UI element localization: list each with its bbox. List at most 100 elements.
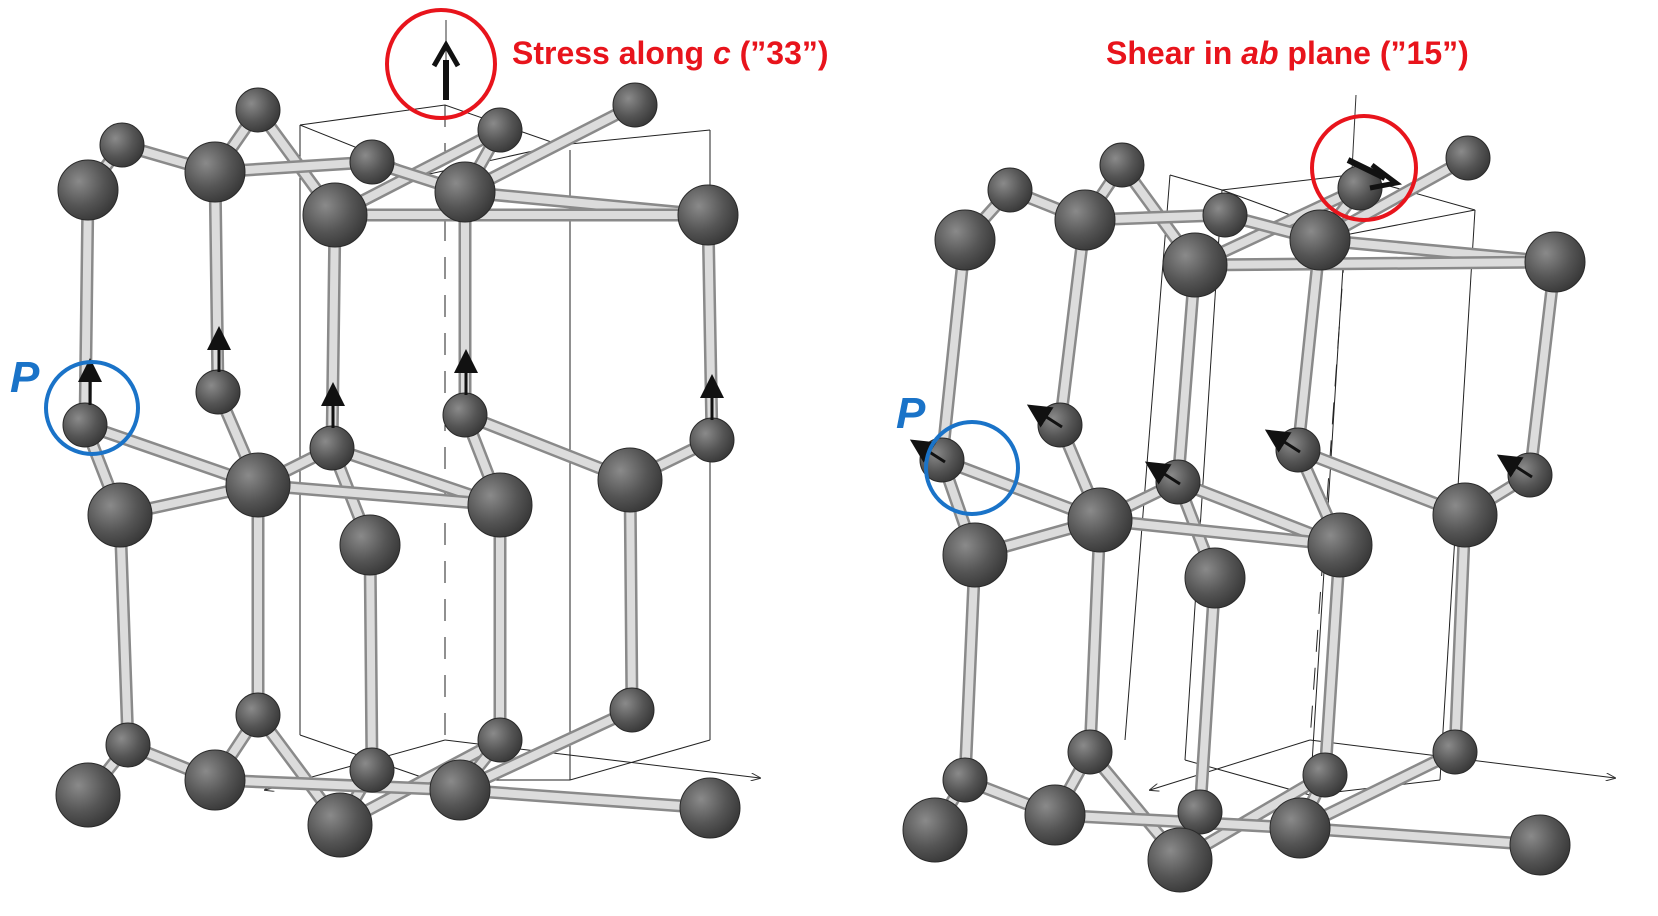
atom-displacement-arrow-icon xyxy=(1144,461,1181,486)
atom xyxy=(597,447,663,513)
bond xyxy=(1296,824,1544,849)
atom xyxy=(195,369,241,415)
bond xyxy=(1174,261,1199,486)
atom xyxy=(679,777,741,839)
atom xyxy=(1147,827,1213,893)
atom xyxy=(1067,487,1133,553)
bond xyxy=(1051,811,1304,832)
left-title-lead: Stress along xyxy=(512,35,713,71)
left-point-circle xyxy=(44,360,140,456)
bond xyxy=(254,481,504,509)
atom xyxy=(349,747,395,793)
bond xyxy=(1294,236,1324,454)
atom xyxy=(307,792,373,858)
left-panel-title: Stress along c (”33”) xyxy=(512,35,829,71)
atom xyxy=(57,159,119,221)
atom xyxy=(1269,797,1331,859)
bond xyxy=(1451,511,1469,756)
bond xyxy=(461,101,639,196)
atom xyxy=(1202,192,1248,238)
atom xyxy=(1509,814,1571,876)
atom xyxy=(1067,729,1113,775)
bond xyxy=(456,786,714,812)
right-displacement-arrows xyxy=(909,404,1533,486)
right-title-lead: Shear in xyxy=(1106,35,1241,71)
atom xyxy=(105,722,151,768)
atom xyxy=(1177,789,1223,835)
right-panel: Shear in ab plane (”15”) P xyxy=(896,35,1615,893)
atom xyxy=(1099,142,1145,188)
atom xyxy=(62,402,108,448)
bond xyxy=(456,706,636,794)
right-panel-title: Shear in ab plane (”15”) xyxy=(1106,35,1469,71)
atom xyxy=(1289,209,1351,271)
atom xyxy=(612,82,658,128)
atom xyxy=(99,122,145,168)
atom xyxy=(609,687,655,733)
right-title-italic: ab xyxy=(1241,35,1278,71)
atom xyxy=(902,797,968,863)
bond xyxy=(1096,516,1344,549)
atom xyxy=(434,161,496,223)
bond xyxy=(116,511,132,749)
atom xyxy=(442,392,488,438)
atom xyxy=(55,762,121,828)
shear-arrow-icon xyxy=(1346,157,1403,191)
bond xyxy=(626,476,636,714)
atom xyxy=(467,472,533,538)
atom xyxy=(677,184,739,246)
atom xyxy=(184,749,246,811)
atom xyxy=(942,522,1008,588)
atom xyxy=(184,141,246,203)
atom-displacement-arrow-icon xyxy=(1496,454,1533,479)
right-stress-circle xyxy=(1310,114,1418,222)
atom xyxy=(1432,729,1478,775)
bond xyxy=(211,776,464,794)
left-title-italic: c xyxy=(713,35,731,71)
right-point-circle xyxy=(924,420,1020,516)
bond xyxy=(938,236,969,464)
bond xyxy=(1526,258,1559,479)
bond xyxy=(1196,574,1219,816)
right-title-tail: plane (”15”) xyxy=(1279,35,1469,71)
bond xyxy=(81,186,92,429)
atom xyxy=(987,167,1033,213)
atom xyxy=(1162,232,1228,298)
atom xyxy=(1024,784,1086,846)
bond xyxy=(1086,516,1104,756)
atom xyxy=(235,692,281,738)
left-title-tail: (”33”) xyxy=(731,35,829,71)
bond xyxy=(1056,216,1089,429)
bond xyxy=(961,551,979,784)
left-point-label: P xyxy=(10,353,40,402)
atom xyxy=(429,759,491,821)
atom-displacement-arrow-icon xyxy=(909,439,946,464)
atom-displacement-arrow-icon xyxy=(1026,404,1063,429)
atom xyxy=(934,209,996,271)
atom xyxy=(235,87,281,133)
right-point-label: P xyxy=(896,389,926,438)
atom-displacement-arrow-icon xyxy=(1264,429,1301,454)
bond xyxy=(1191,258,1559,269)
atom xyxy=(1302,752,1348,798)
stress-arrow-icon xyxy=(431,20,461,100)
atom xyxy=(1445,135,1491,181)
atom xyxy=(349,139,395,185)
atom xyxy=(1524,231,1586,293)
bond xyxy=(1321,541,1344,779)
atom xyxy=(477,107,523,153)
left-stress-circle xyxy=(385,8,497,120)
atom xyxy=(1054,189,1116,251)
atom xyxy=(225,452,291,518)
atom xyxy=(339,514,401,576)
bond xyxy=(366,541,376,774)
atom xyxy=(1432,482,1498,548)
atom xyxy=(477,717,523,763)
atom xyxy=(1307,512,1373,578)
left-displacement-arrows xyxy=(78,326,724,428)
left-atoms xyxy=(55,82,741,858)
atom xyxy=(689,417,735,463)
atom xyxy=(87,482,153,548)
